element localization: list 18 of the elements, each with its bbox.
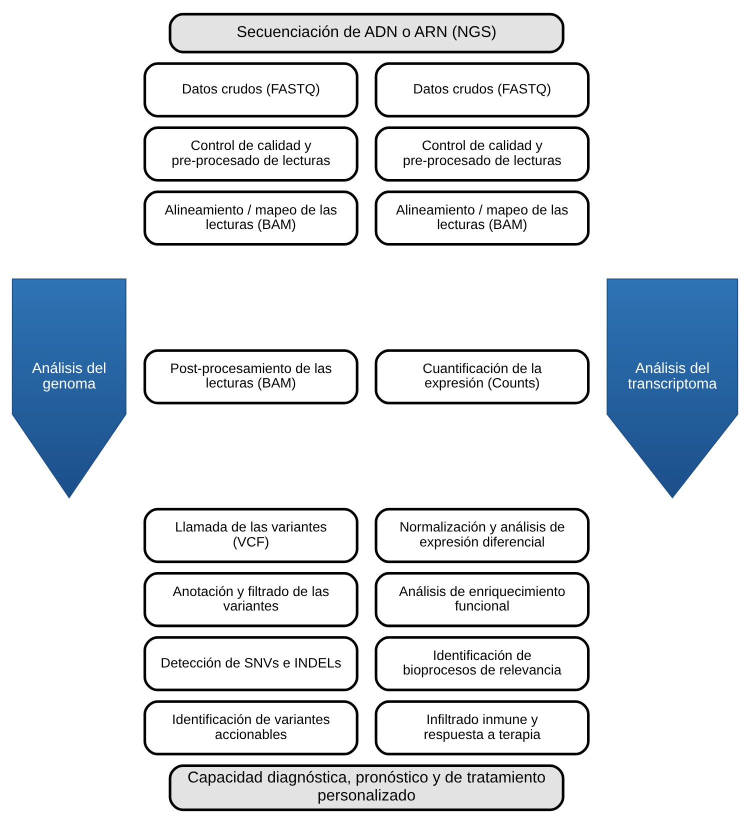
node-box: Detección de SNVs e INDELs	[144, 636, 358, 691]
node-box: Identificación de bioprocesos de relevancia	[374, 636, 590, 691]
node-box: Normalización y análisis de expresión diferencial	[374, 507, 590, 563]
node-box: Secuenciación de ADN o ARN (NGS)	[168, 12, 564, 53]
node-box: Datos crudos (FASTQ)	[144, 62, 358, 117]
node-box: Alineamiento / mapeo de las lecturas (BAM)	[144, 190, 358, 246]
node-box: Análisis de enriquecimiento funcional	[374, 572, 590, 627]
node-box: Capacidad diagnóstica, pronóstico y de tratamiento personalizado	[168, 764, 564, 811]
node-box: Alineamiento / mapeo de las lecturas (BAM)	[374, 190, 590, 246]
node-box: Control de calidad y pre-procesado de lecturas	[144, 126, 358, 182]
node-box: Infiltrado inmune y respuesta a terapia	[374, 700, 590, 755]
node-box: Llamada de las variantes (VCF)	[144, 507, 358, 563]
node-box: Control de calidad y pre-procesado de lecturas	[374, 126, 590, 182]
node-box: Datos crudos (FASTQ)	[374, 62, 590, 117]
node-box: Post-procesamiento de las lecturas (BAM)	[144, 348, 358, 404]
node-box: Identificación de variantes accionables	[144, 700, 358, 755]
node-box: Cuantificación de la expresión (Counts)	[374, 348, 590, 404]
node-box: Anotación y filtrado de las variantes	[144, 572, 358, 627]
